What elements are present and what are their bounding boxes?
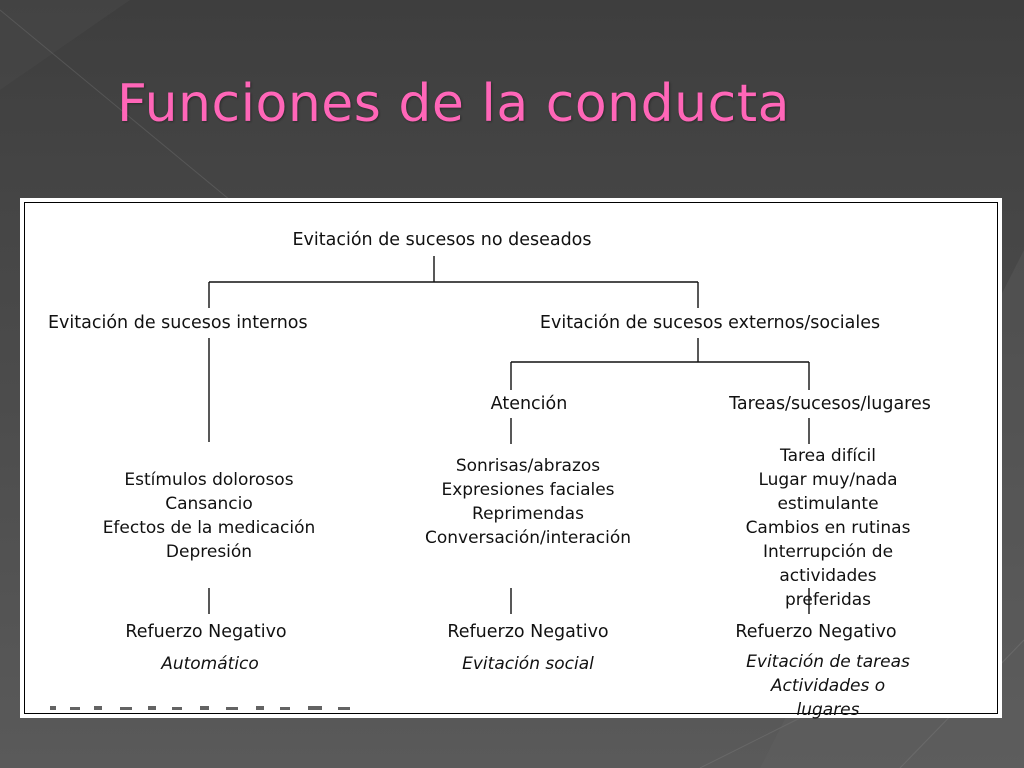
diagram-border (24, 202, 998, 714)
tasks-items-list: Tarea difícil Lugar muy/nada estimulante… (745, 446, 911, 610)
tasks-reinforcement: Refuerzo Negativo (735, 622, 897, 642)
attention-reinforcement: Refuerzo Negativo (447, 622, 609, 642)
slide-title: Funciones de la conducta (117, 74, 790, 134)
internal-items-list: Estímulos dolorosos Cansancio Efectos de… (102, 470, 316, 562)
internal-reinforcement: Refuerzo Negativo (125, 622, 287, 642)
diagram-panel: Evitación de sucesos no deseados Evitaci… (20, 198, 1002, 720)
root-node: Evitación de sucesos no deseados (292, 230, 592, 250)
internal-reinforcement-type: Automático (161, 654, 259, 674)
attention-items-list: Sonrisas/abrazos Expresiones faciales Re… (424, 456, 632, 548)
tasks-reinforcement-type: Evitación de tareas Actividades o lugare… (746, 652, 910, 720)
connector-lines (208, 256, 810, 614)
attention-node: Atención (490, 394, 568, 414)
external-events-node: Evitación de sucesos externos/sociales (539, 313, 881, 333)
tasks-node: Tareas/sucesos/lugares (729, 394, 931, 414)
internal-events-node: Evitación de sucesos internos (48, 313, 308, 333)
attention-reinforcement-type: Evitación social (462, 654, 594, 674)
cropped-footnote-marks (50, 706, 350, 710)
